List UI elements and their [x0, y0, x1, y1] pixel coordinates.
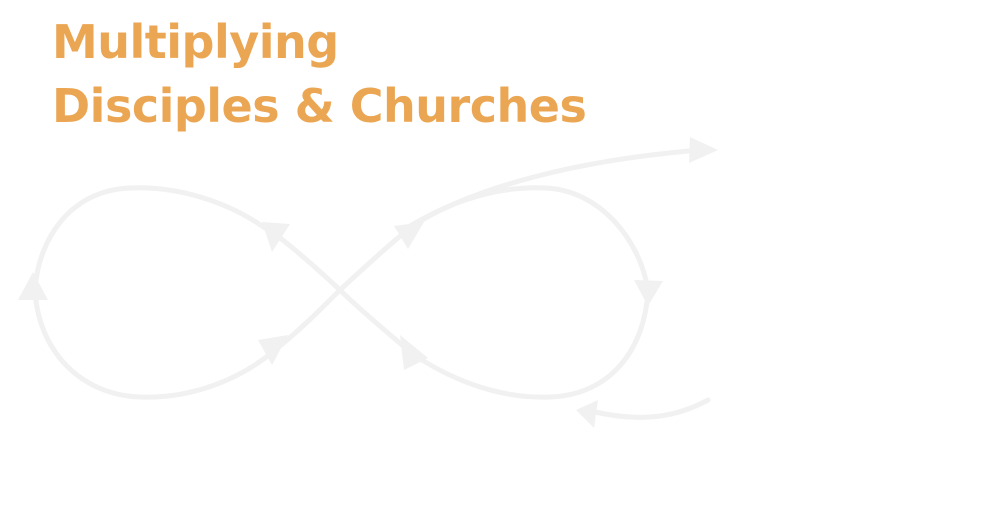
arrow-head-icon [262, 222, 290, 252]
left-loop-path [32, 185, 343, 400]
arrow-head-icon [394, 222, 424, 249]
title-line-2: Disciples & Churches [52, 79, 587, 133]
arrow-head-icon [634, 280, 663, 306]
arrow-head-icon [400, 335, 428, 370]
page-title: Multiplying Disciples & Churches [52, 10, 587, 138]
arrow-head-icon [258, 335, 288, 365]
incoming-arrow-path [592, 397, 711, 420]
right-loop-path [337, 185, 651, 400]
arrow-head-icon [18, 272, 48, 300]
title-line-1: Multiplying [52, 15, 339, 69]
arrow-head-icon [689, 137, 718, 163]
outgoing-arrow-path [407, 147, 703, 229]
arrow-head-icon [576, 400, 598, 428]
